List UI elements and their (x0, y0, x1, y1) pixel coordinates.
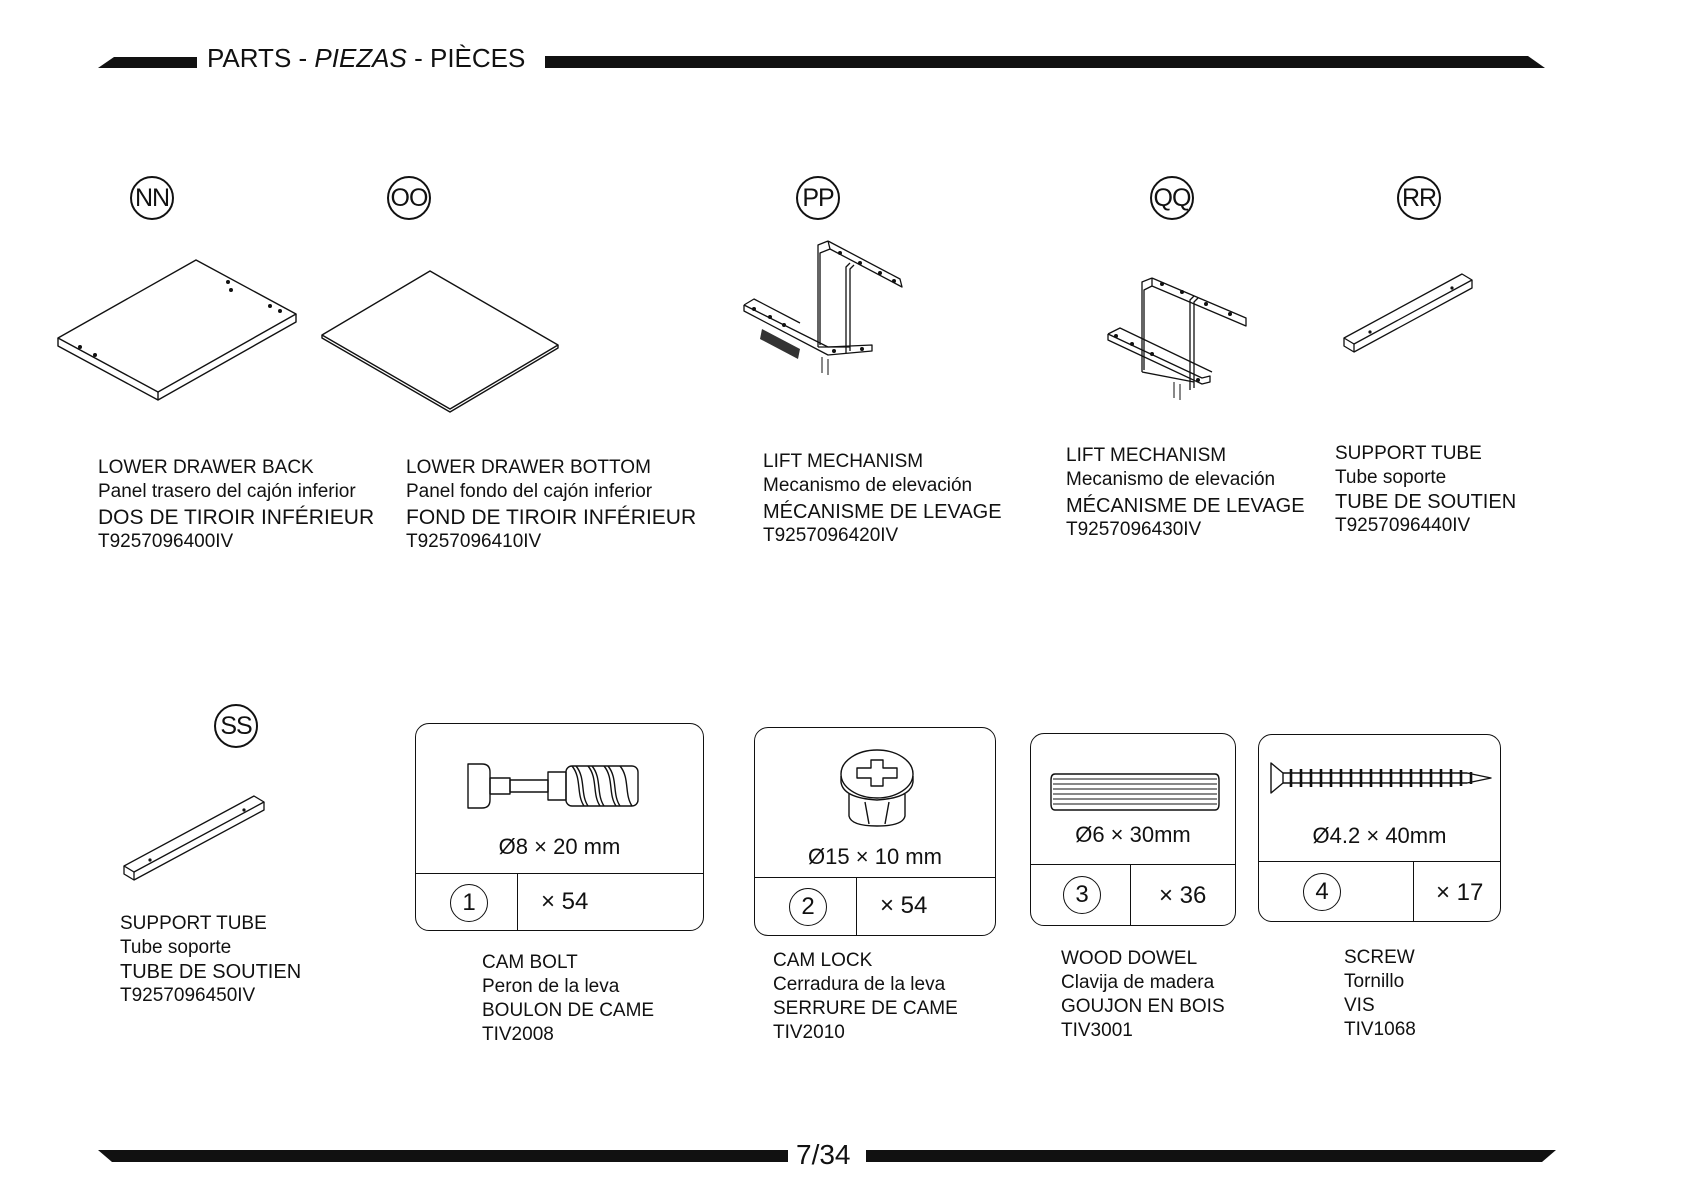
part-label-oo: LOWER DRAWER BOTTOM Panel fondo del cajó… (406, 456, 696, 554)
part-name-en: LOWER DRAWER BOTTOM (406, 457, 651, 478)
hardware-label-cam-bolt: CAM BOLT Peron de la leva BOULON DE CAME… (482, 951, 654, 1047)
lift-mechanism-pp-illustration (743, 240, 903, 375)
hardware-size: Ø8 × 20 mm (498, 834, 621, 859)
header-title-fr: - PIÈCES (406, 43, 526, 73)
hardware-quantity: × 17 (1436, 879, 1484, 906)
hardware-quantity: × 36 (1159, 882, 1207, 909)
screw-illustration (1270, 762, 1492, 794)
hardware-name-es: Tornillo (1344, 971, 1405, 992)
hardware-divider (1259, 861, 1500, 862)
hardware-vdivider (856, 877, 857, 935)
part-letter-nn: NN (130, 176, 174, 220)
hardware-name-es: Clavija de madera (1061, 972, 1215, 993)
part-code: T9257096430IV (1066, 519, 1202, 540)
hardware-divider (416, 873, 703, 874)
part-name-fr: MÉCANISME DE LEVAGE (763, 501, 1002, 523)
hardware-code: TIV2008 (482, 1024, 554, 1045)
part-name-en: LOWER DRAWER BACK (98, 457, 314, 478)
hardware-box-wood-dowel: Ø6 × 30mm 3 × 36 (1030, 733, 1236, 926)
part-name-es: Panel fondo del cajón inferior (406, 481, 653, 502)
footer-rule (98, 1150, 1556, 1162)
hardware-divider (755, 877, 995, 878)
cam-lock-illustration (840, 749, 914, 827)
support-tube-ss-illustration (123, 795, 265, 881)
header-rule (98, 56, 1545, 68)
hardware-name-fr: VIS (1344, 995, 1375, 1016)
page-header-title: PARTS - PIEZAS - PIÈCES (207, 43, 525, 74)
hardware-name-en: CAM LOCK (773, 950, 873, 971)
part-name-es: Panel trasero del cajón inferior (98, 481, 356, 502)
hardware-label-cam-lock: CAM LOCK Cerradura de la leva SERRURE DE… (773, 949, 958, 1045)
hardware-vdivider (517, 873, 518, 930)
hardware-name-es: Peron de la leva (482, 976, 620, 997)
part-code: T9257096440IV (1335, 515, 1471, 536)
hardware-name-es: Cerradura de la leva (773, 974, 946, 995)
hardware-size: Ø15 × 10 mm (808, 844, 942, 869)
part-name-fr: DOS DE TIROIR INFÉRIEUR (98, 506, 375, 529)
part-label-pp: LIFT MECHANISM Mecanismo de elevación MÉ… (763, 450, 1002, 548)
hardware-code: TIV2010 (773, 1022, 845, 1043)
part-code: T9257096420IV (763, 525, 899, 546)
part-code: T9257096410IV (406, 531, 542, 552)
part-label-qq: LIFT MECHANISM Mecanismo de elevación MÉ… (1066, 444, 1305, 542)
hardware-code: TIV1068 (1344, 1019, 1416, 1040)
hardware-name-fr: BOULON DE CAME (482, 1000, 655, 1021)
hardware-number-badge: 2 (789, 888, 827, 926)
hardware-number-badge: 4 (1303, 873, 1341, 911)
lower-drawer-bottom-illustration (321, 270, 559, 413)
hardware-vdivider (1413, 861, 1414, 921)
part-name-es: Mecanismo de elevación (1066, 469, 1276, 490)
hardware-number-badge: 1 (450, 884, 488, 922)
hardware-size: Ø4.2 × 40mm (1312, 823, 1447, 848)
part-name-en: LIFT MECHANISM (1066, 445, 1227, 466)
part-name-en: SUPPORT TUBE (120, 913, 267, 934)
part-name-en: SUPPORT TUBE (1335, 443, 1482, 464)
part-code: T9257096400IV (98, 531, 234, 552)
part-letter-rr: RR (1397, 176, 1441, 220)
part-name-es: Tube soporte (120, 937, 232, 958)
lower-drawer-back-illustration (57, 259, 297, 401)
page-number: 7/34 (796, 1139, 851, 1170)
hardware-code: TIV3001 (1061, 1020, 1133, 1041)
part-name-fr: MÉCANISME DE LEVAGE (1066, 495, 1305, 517)
part-name-es: Mecanismo de elevación (763, 475, 973, 496)
hardware-divider (1031, 864, 1235, 865)
hardware-vdivider (1130, 864, 1131, 925)
part-label-ss: SUPPORT TUBE Tube soporte TUBE DE SOUTIE… (120, 912, 301, 1008)
part-code: T9257096450IV (120, 985, 256, 1006)
support-tube-rr-illustration (1343, 273, 1473, 353)
hardware-quantity: × 54 (880, 892, 928, 919)
part-name-fr: FOND DE TIROIR INFÉRIEUR (406, 506, 697, 529)
part-label-rr: SUPPORT TUBE Tube soporte TUBE DE SOUTIE… (1335, 442, 1516, 538)
hardware-number-badge: 3 (1063, 876, 1101, 914)
hardware-name-fr: SERRURE DE CAME (773, 998, 958, 1019)
part-name-fr: TUBE DE SOUTIEN (1335, 491, 1517, 513)
part-letter-ss: SS (214, 704, 258, 748)
hardware-name-en: WOOD DOWEL (1061, 948, 1198, 969)
hardware-label-screw: SCREW Tornillo VIS TIV1068 (1344, 946, 1416, 1042)
hardware-box-screw: Ø4.2 × 40mm 4 × 17 (1258, 734, 1501, 922)
cam-bolt-illustration (467, 763, 639, 809)
hardware-box-cam-bolt: Ø8 × 20 mm 1 × 54 (415, 723, 704, 931)
part-letter-oo: OO (387, 176, 431, 220)
hardware-quantity: × 54 (541, 888, 589, 915)
hardware-label-wood-dowel: WOOD DOWEL Clavija de madera GOUJON EN B… (1061, 947, 1225, 1043)
wood-dowel-illustration (1050, 773, 1220, 811)
part-label-nn: LOWER DRAWER BACK Panel trasero del cajó… (98, 456, 374, 554)
hardware-name-en: CAM BOLT (482, 952, 578, 973)
hardware-size: Ø6 × 30mm (1075, 822, 1191, 847)
part-letter-pp: PP (796, 176, 840, 220)
part-name-es: Tube soporte (1335, 467, 1447, 488)
part-letter-qq: QQ (1150, 176, 1194, 220)
hardware-name-fr: GOUJON EN BOIS (1061, 996, 1225, 1017)
hardware-name-en: SCREW (1344, 947, 1415, 968)
header-title-en: PARTS - (207, 43, 315, 73)
lift-mechanism-qq-illustration (1107, 277, 1247, 400)
part-name-en: LIFT MECHANISM (763, 451, 924, 472)
hardware-box-cam-lock: Ø15 × 10 mm 2 × 54 (754, 727, 996, 936)
header-title-es: PIEZAS (314, 43, 407, 73)
part-name-fr: TUBE DE SOUTIEN (120, 961, 302, 983)
